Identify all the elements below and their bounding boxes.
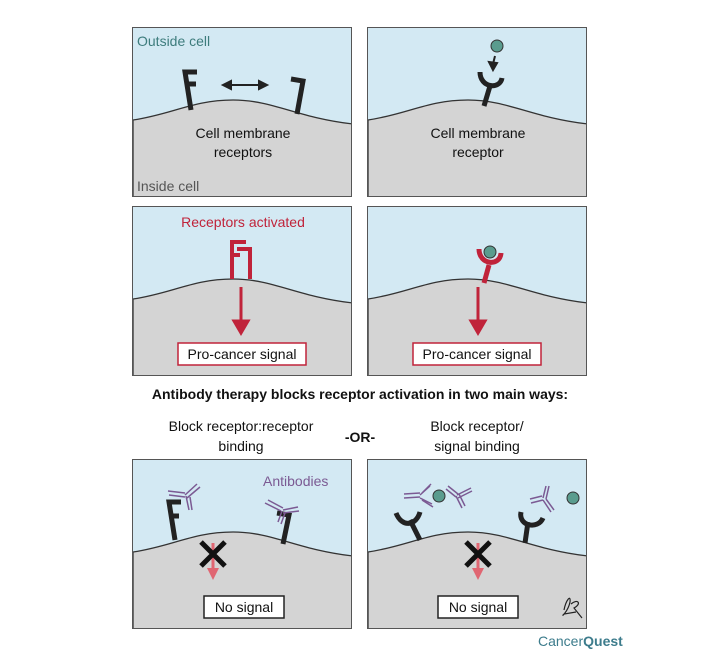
membrane-label: Cell membrane [196,125,291,141]
signal-molecule-icon [490,39,504,53]
panel-illustration: Pro-cancer signal [368,207,586,375]
cancerquest-logo: CancerQuest [538,633,623,649]
signal-box [177,342,307,366]
signal-label: Pro-cancer signal [188,346,297,362]
signal-molecule-icon [432,489,446,503]
antibody-icon [529,485,555,513]
outside-cell-label: Outside cell [137,33,210,49]
receptor-y-icon [393,511,423,542]
signal-molecule-icon [483,245,497,259]
panel-block-receptor-binding: Antibodies No signal [132,459,352,629]
receptor-f-icon [182,69,197,111]
antibodies-label: Antibodies [263,473,328,489]
double-arrow-icon [220,79,270,91]
blocked-x-icon [199,540,227,580]
panel-block-signal-binding: No signal [367,459,587,629]
antibody-icon [167,483,201,511]
signal-arrow-icon [231,287,251,336]
caption-line: Block receptor/ [430,418,524,434]
section-heading: Antibody therapy blocks receptor activat… [151,386,569,402]
membrane-label: Cell membrane [431,125,526,141]
panel-receptors-activated: Receptors activated Pro-cancer signal [132,206,352,376]
caption-line: signal binding [434,438,520,454]
panel-ligand-activated: Pro-cancer signal [367,206,587,376]
blocked-x-icon [464,540,492,580]
left-caption: Block receptor:receptor binding [151,416,331,456]
right-caption: Block receptor/ signal binding [387,416,567,456]
panel-receptor-ligand: Cell membrane receptor [367,27,587,197]
membrane-label-2: receptor [452,144,504,160]
signal-arrow-icon [468,287,488,336]
signal-label: Pro-cancer signal [423,346,532,362]
panel-illustration: No signal [368,460,586,628]
no-signal-label: No signal [449,599,507,615]
antibody-icon [445,485,473,509]
signal-box [412,342,542,366]
panel-illustration: Antibodies No signal [133,460,351,628]
or-label: -OR- [344,429,376,445]
activated-receptor-y-icon [476,248,504,284]
no-signal-label: No signal [215,599,273,615]
signal-molecule-icon [566,491,580,505]
receptor-y-icon [518,511,546,544]
antibody-icon [264,499,300,525]
activated-receptor-dimer-icon [230,240,252,279]
receptors-activated-title: Receptors activated [181,214,305,230]
panel-receptors-separate: Outside cell Inside cell Cell membrane r… [132,27,352,197]
no-signal-box [203,595,285,619]
arrow-down-icon [487,55,499,73]
membrane-label-2: receptors [214,144,272,160]
signature-icon [562,597,583,619]
receptor-y-icon [477,71,505,107]
panel-illustration: Cell membrane receptor [368,28,586,196]
logo-part: Cancer [538,633,584,649]
panel-illustration: Outside cell Inside cell Cell membrane r… [133,28,351,196]
receptor-7-icon [290,76,306,115]
receptor-f-icon [166,499,181,541]
inside-cell-label: Inside cell [137,178,199,194]
no-signal-box [437,595,519,619]
logo-part: Quest [583,633,623,649]
caption-line: binding [218,438,264,454]
caption-line: Block receptor:receptor [168,418,314,434]
panel-illustration: Receptors activated Pro-cancer signal [133,207,351,375]
antibody-icon [403,483,434,508]
